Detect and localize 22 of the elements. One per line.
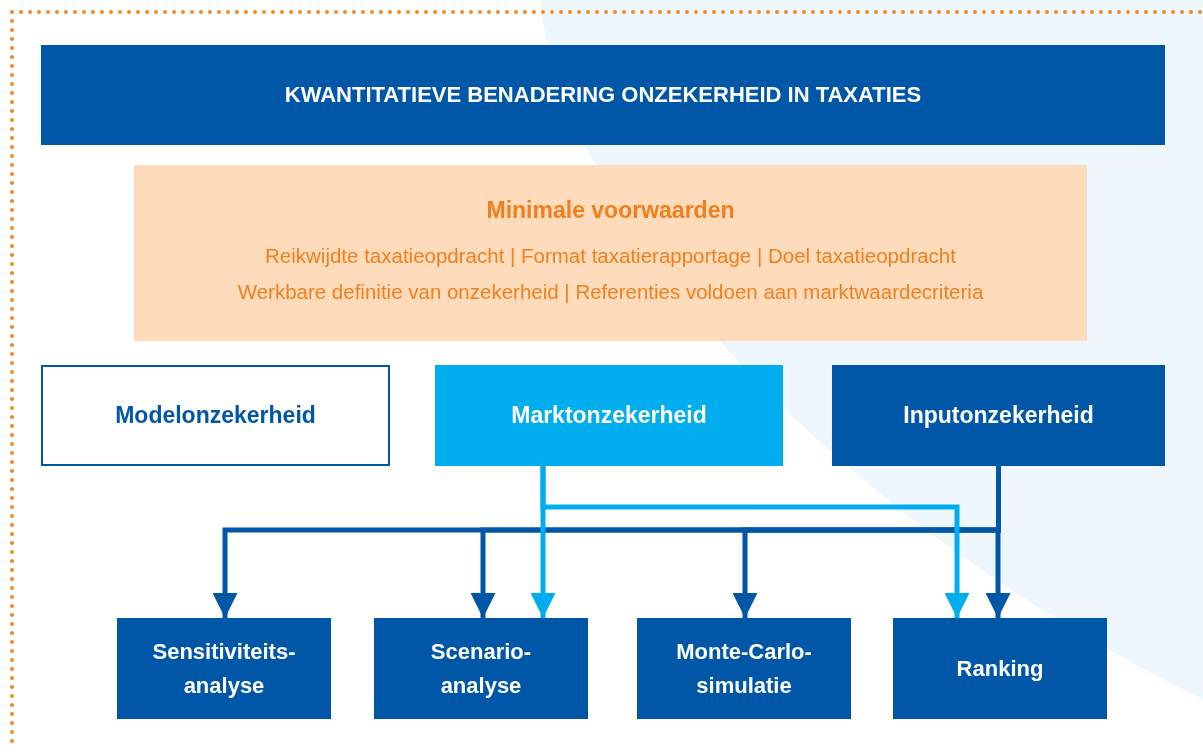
- method-label: Scenario- analyse: [430, 637, 532, 700]
- method-box: [637, 618, 851, 719]
- title-text: KWANTITATIEVE BENADERING ONZEKERHEID IN TAXATIES: [284, 82, 922, 108]
- method-box: [117, 618, 331, 719]
- arrow: [540, 466, 970, 618]
- arrow: [985, 466, 1011, 618]
- method-label: Monte-Carlo- simulatie: [676, 637, 812, 700]
- method-label: Ranking: [956, 654, 1044, 683]
- category-box: [41, 365, 390, 466]
- conditions-panel: [134, 165, 1087, 341]
- method-box: [374, 618, 588, 719]
- title-banner: [41, 45, 1165, 145]
- category-label: Marktonzekerheid: [511, 402, 707, 429]
- category-box: [435, 365, 783, 466]
- method-label: Sensitiviteits- analyse: [152, 637, 296, 700]
- condition-list: Werkbare definitie van onzekerheid | Referenties voldoen aan marktwaardecriteria: [237, 273, 984, 310]
- method-box: [893, 618, 1107, 719]
- category-box: [832, 365, 1165, 466]
- category-label: Modelonzekerheid: [115, 402, 316, 429]
- panel-heading: Minimale voorwaarden: [486, 196, 735, 224]
- condition-list: Reikwijdte taxatieopdracht | Format taxatierapportage | Doel taxatieopdracht: [265, 237, 956, 274]
- category-label: Inputonzekerheid: [903, 402, 1094, 429]
